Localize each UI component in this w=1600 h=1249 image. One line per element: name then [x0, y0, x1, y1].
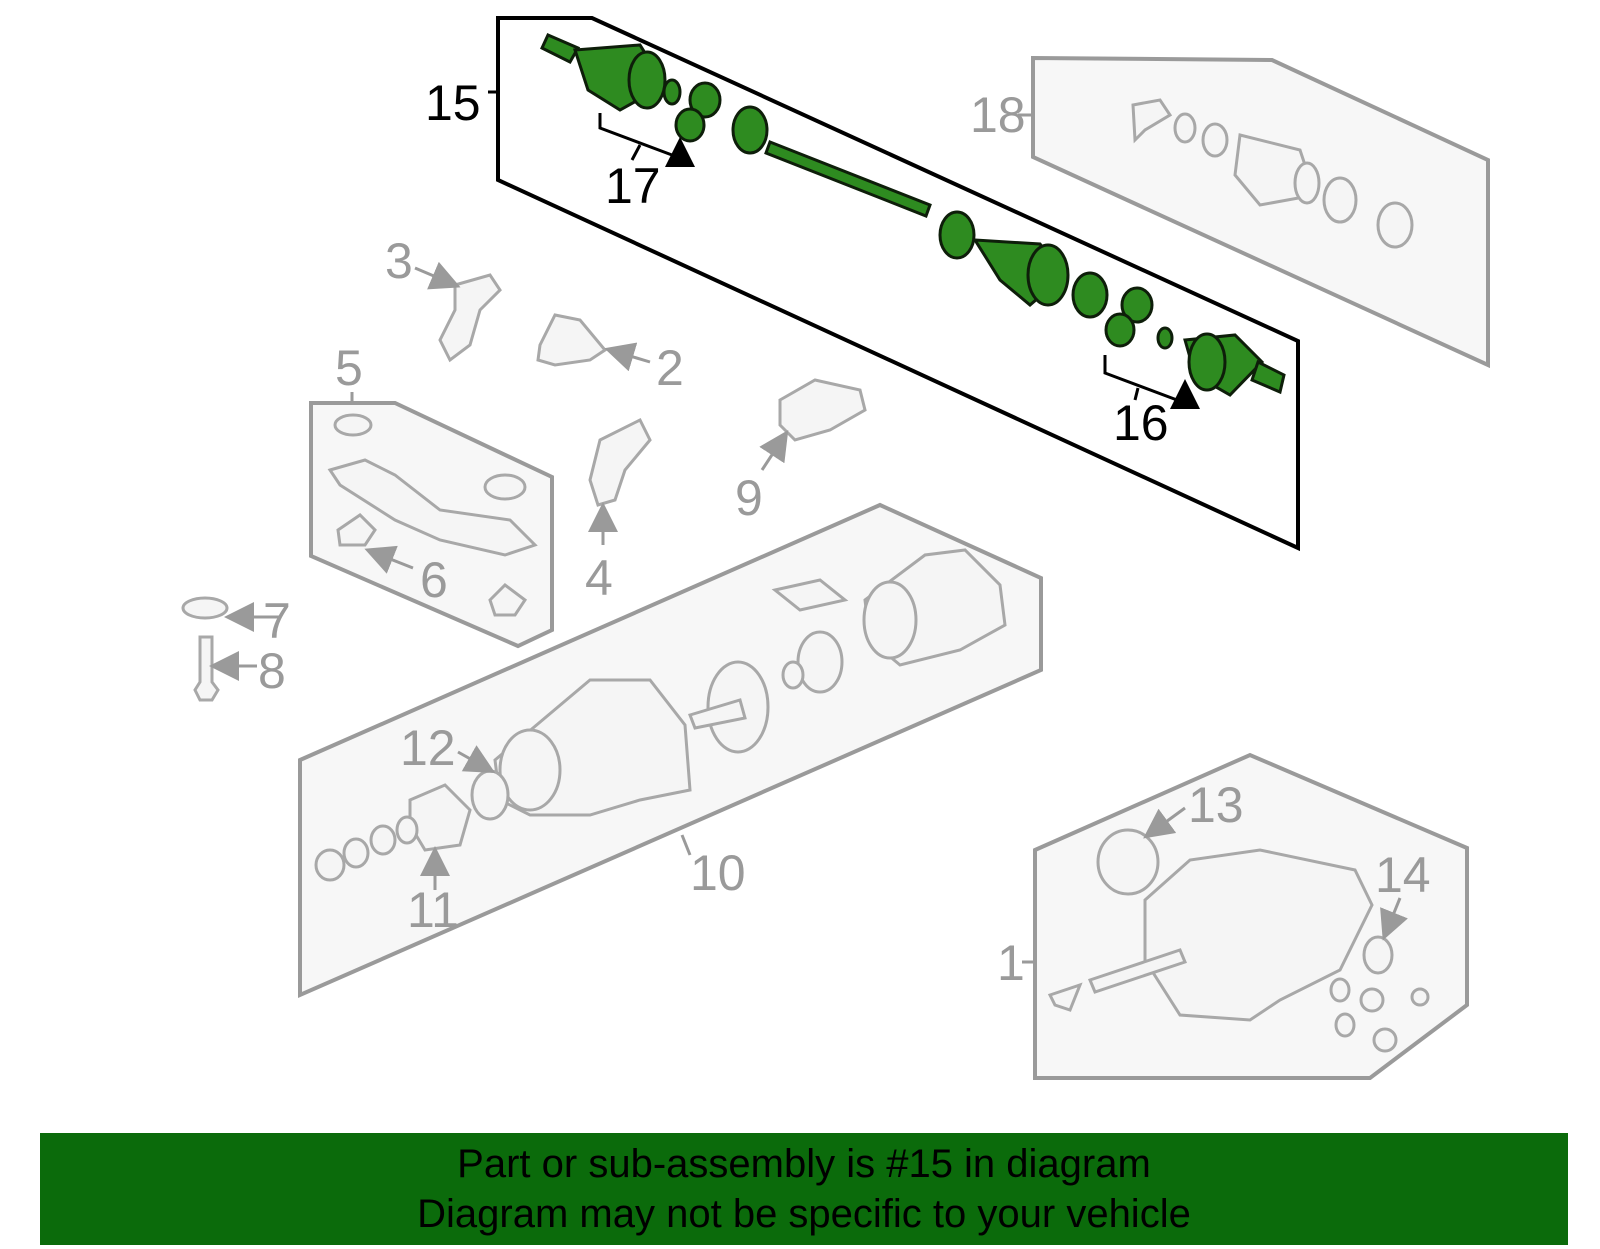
differential-panel[interactable] — [298, 502, 1043, 999]
callout-11: 11 — [407, 882, 459, 938]
axle-assembly-panel[interactable] — [496, 16, 1300, 552]
info-banner: Part or sub-assembly is #15 in diagram D… — [40, 1133, 1568, 1245]
callout-2: 2 — [656, 340, 684, 396]
callout-9: 9 — [735, 470, 763, 526]
callout-17: 17 — [605, 158, 661, 214]
callout-14: 14 — [1375, 847, 1431, 903]
callout-7: 7 — [263, 593, 291, 649]
callout-6: 6 — [420, 552, 448, 608]
washer-7[interactable] — [181, 596, 229, 620]
callout-1: 1 — [997, 935, 1025, 991]
callout-13: 13 — [1188, 777, 1244, 833]
callout-5: 5 — [335, 340, 363, 396]
banner-line-1: Part or sub-assembly is #15 in diagram — [457, 1142, 1151, 1186]
banner-line-2: Diagram may not be specific to your vehi… — [417, 1192, 1191, 1236]
rear-diff-panel[interactable] — [1033, 752, 1469, 1080]
bracket-4[interactable] — [588, 417, 652, 507]
bracket-3[interactable] — [438, 273, 502, 363]
callout-18: 18 — [970, 87, 1026, 143]
bracket-2[interactable] — [536, 313, 608, 367]
callout-12: 12 — [400, 720, 456, 776]
callout-16: 16 — [1113, 395, 1169, 451]
callout-4: 4 — [585, 550, 613, 606]
callout-10: 10 — [690, 845, 746, 901]
bolt-8[interactable] — [193, 635, 220, 702]
callout-15: 15 — [425, 75, 481, 131]
callout-8: 8 — [258, 643, 286, 699]
bracket-9[interactable] — [778, 378, 867, 442]
boot-kit-panel[interactable] — [1031, 55, 1490, 369]
callout-3: 3 — [385, 233, 413, 289]
mount-panel[interactable] — [309, 401, 554, 649]
